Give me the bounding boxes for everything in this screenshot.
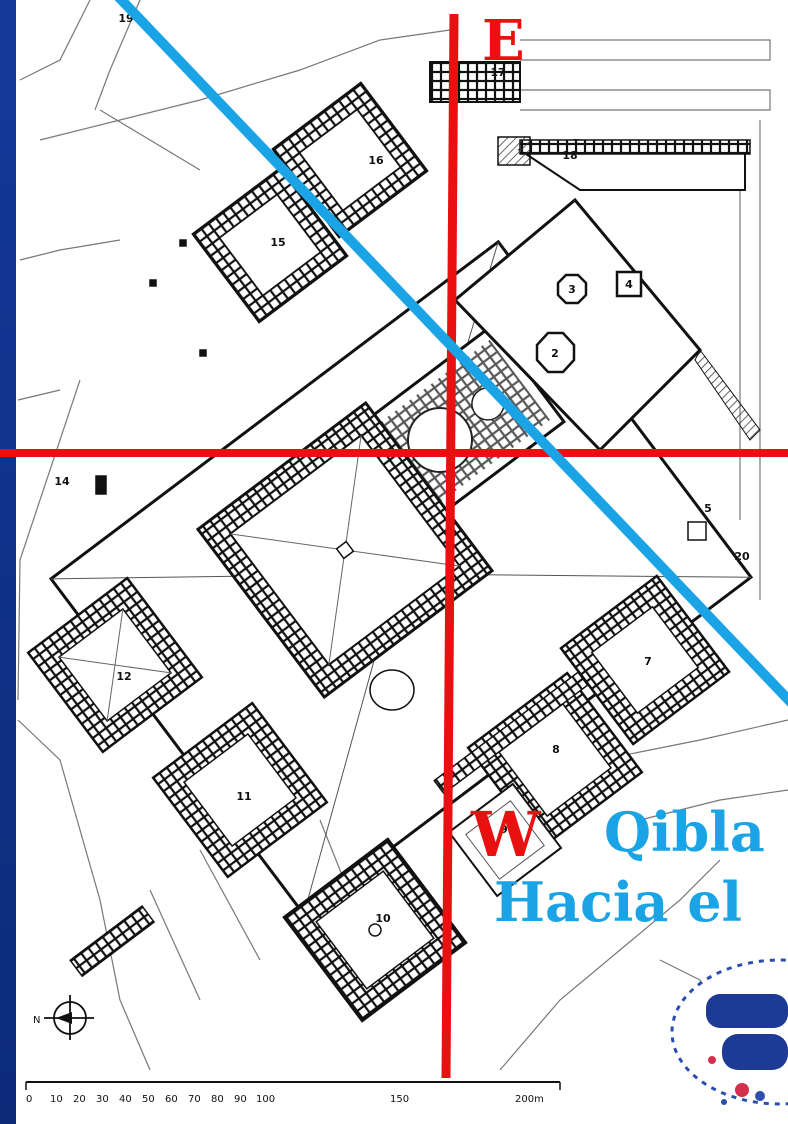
block-label-15: 15: [270, 236, 285, 249]
scale-bar: 0 10 20 30 40 50 60 70 80 90 100 150 200…: [25, 1081, 561, 1105]
block-label-11: 11: [236, 790, 251, 803]
scale-tick-10: 10: [50, 1094, 63, 1105]
block-label-16: 16: [368, 154, 384, 167]
block-label-9: 9: [500, 823, 508, 836]
block-label-2: 2: [551, 347, 559, 360]
block-label-17: 17: [490, 66, 505, 79]
block-label-7: 7: [644, 655, 652, 668]
scale-tick-0: 0: [26, 1094, 32, 1105]
block-label-8: 8: [552, 743, 560, 756]
towards-label: Hacia el: [494, 870, 743, 934]
east-label: E: [482, 8, 525, 74]
block-label-20: 20: [734, 550, 750, 563]
central-courtyard: [195, 400, 495, 700]
scale-tick-80: 80: [211, 1094, 224, 1105]
tomb-garden: [452, 136, 761, 453]
small-structures: [95, 239, 707, 711]
scale-tick-40: 40: [119, 1094, 132, 1105]
west-label: W: [471, 798, 541, 871]
logo-icon: [670, 958, 788, 1106]
qibla-direction-line: [114, 0, 788, 707]
scale-tick-20: 20: [73, 1094, 86, 1105]
scale-tick-70: 70: [188, 1094, 201, 1105]
scale-tick-50: 50: [142, 1094, 155, 1105]
slide-left-border: [0, 0, 16, 1124]
scale-tick-100: 100: [256, 1094, 275, 1105]
block-label-4: 4: [625, 278, 633, 291]
block-label-14: 14: [54, 475, 70, 488]
compass-axes: [0, 13, 788, 1079]
block-number-labels: 2 3 4 5 7 8 9 10 11 12 14 15 16 17 18 19…: [54, 12, 750, 925]
block-label-10: 10: [375, 912, 391, 925]
block-label-12: 12: [116, 670, 131, 683]
scale-tick-150: 150: [390, 1094, 409, 1105]
block-label-3: 3: [568, 283, 576, 296]
madrasa-buildings: [26, 61, 731, 1023]
scale-tick-60: 60: [165, 1094, 178, 1105]
scale-tick-30: 30: [96, 1094, 109, 1105]
north-arrow-icon: N: [33, 995, 94, 1040]
scale-tick-90: 90: [234, 1094, 247, 1105]
block-label-5: 5: [704, 502, 712, 515]
qibla-label: Qibla: [604, 800, 765, 864]
scale-tick-200m: 200m: [515, 1094, 544, 1105]
east-west-axis-line: [441, 13, 459, 1079]
north-label: N: [33, 1015, 40, 1026]
block-label-18: 18: [562, 149, 577, 162]
